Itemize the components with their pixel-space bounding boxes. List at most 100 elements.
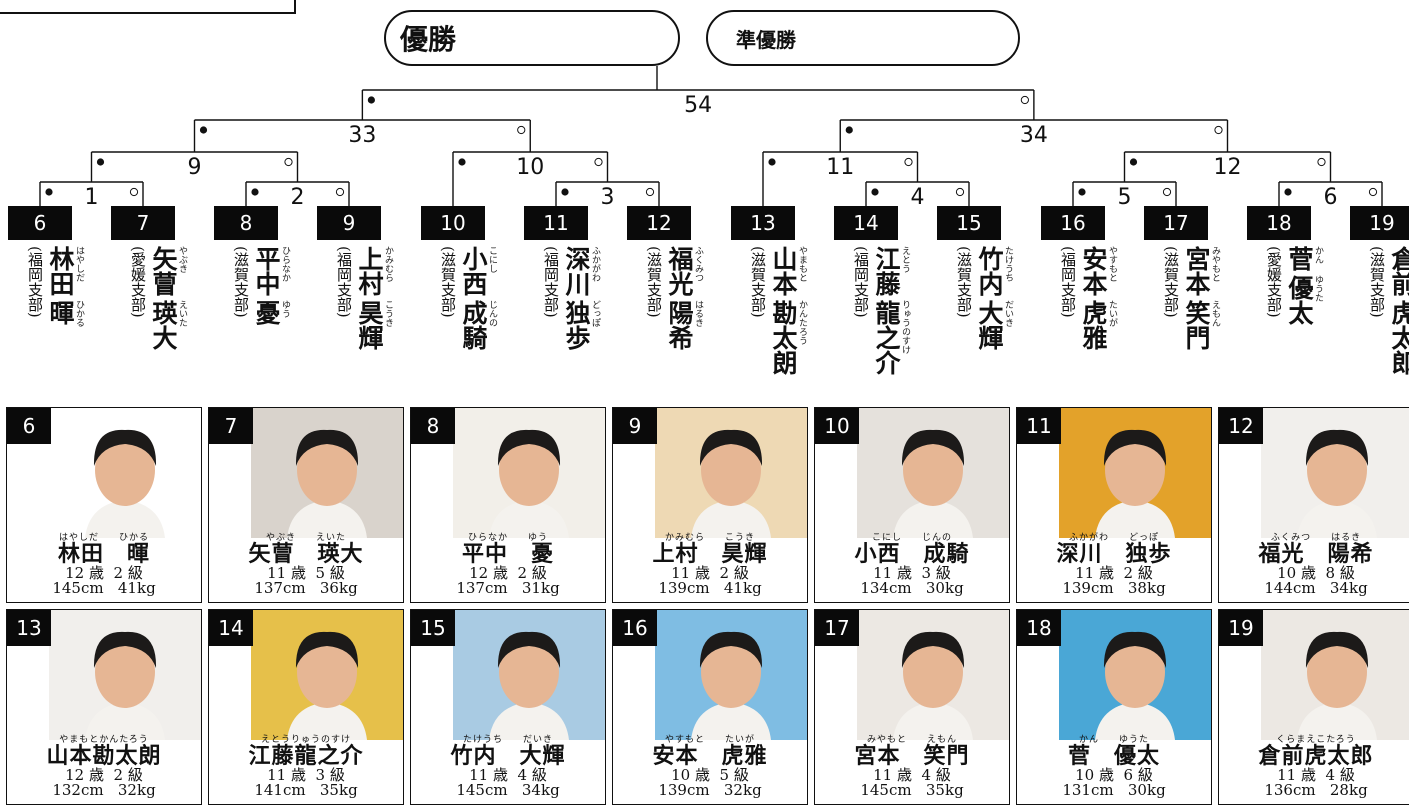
seed-box: 19 [1350, 206, 1409, 240]
uniform-shape [1095, 500, 1175, 538]
grade: 3 級 [921, 564, 951, 582]
branch-label: (福岡支部) [26, 246, 44, 318]
card-size: 131cm 30kg [1017, 783, 1211, 798]
player-photo [1261, 610, 1409, 740]
name-stack: たけうち竹内だいき大輝 [975, 246, 1013, 402]
ruby-top: ひらなか [280, 246, 290, 282]
header-frame [0, 0, 296, 14]
card-size: 132cm 32kg [7, 783, 201, 798]
age: 10 歳 [671, 766, 710, 784]
ruby-bottom: だいき [1003, 300, 1013, 327]
card-ruby: やまもとかんたろう [59, 735, 149, 745]
name-bottom-group: えもん笑門 [1182, 300, 1220, 350]
name-bottom-group: どっぽ独歩 [562, 300, 600, 350]
name-top: 竹内 [975, 246, 1004, 296]
name-bottom: 暉 [46, 300, 75, 325]
age: 11 歳 [873, 564, 912, 582]
face-shape [1307, 636, 1367, 708]
name-bottom-group: えいた瑛大 [149, 300, 187, 350]
name-bottom: 昊輝 [355, 300, 384, 350]
name-top: 江藤 [872, 246, 901, 296]
card-player-name: 山本勘太朗 [46, 743, 162, 769]
ruby-bottom: かんたろう [797, 300, 807, 345]
player-photo [251, 610, 403, 740]
height: 139cm [658, 781, 710, 799]
card-player-name: 菅 優太 [1067, 743, 1160, 769]
height: 139cm [658, 579, 710, 597]
card-size: 139cm 32kg [613, 783, 807, 798]
branch-label: (滋賀支部) [1368, 246, 1386, 318]
card-ruby: かみむら こうき [664, 533, 755, 543]
card-age-grade: 11 歳 2 級 [613, 566, 807, 581]
card-age-grade: 11 歳 4 級 [411, 768, 605, 783]
height: 137cm [254, 579, 306, 597]
ruby-bottom: はるき [693, 300, 703, 327]
ruby-top: やぶき [177, 246, 187, 273]
match-r1-3-open-dot [645, 187, 655, 197]
face-shape [1105, 434, 1165, 506]
ruby-top: ふくみつ [693, 246, 703, 282]
runnerup-label: 準優勝 [706, 10, 1020, 66]
card-size: 139cm 41kg [613, 581, 807, 596]
card-age-grade: 12 歳 2 級 [7, 768, 201, 783]
name-stack: ふかがわ深川どっぽ独歩 [562, 246, 600, 402]
name-bottom-group: はるき陽希 [665, 300, 703, 350]
grade: 8 級 [1325, 564, 1355, 582]
branch-label: (滋賀支部) [1162, 246, 1180, 318]
age: 11 歳 [873, 766, 912, 784]
card-age-grade: 10 歳 5 級 [613, 768, 807, 783]
match-sf-1-winner-dot [199, 126, 208, 134]
card-info: やぶき えいた 矢萺 瑛大 11 歳 5 級 137cm 36kg [209, 530, 403, 596]
name-top-group: くらまえ倉前 [1388, 246, 1409, 296]
card-age-grade: 11 歳 2 級 [1017, 566, 1211, 581]
name-bottom: 虎雅 [1079, 300, 1108, 350]
ruby-bottom: ゆう [280, 300, 290, 318]
weight: 41kg [723, 579, 762, 597]
card-number: 9 [613, 408, 657, 444]
match-final-open-dot [1020, 95, 1029, 105]
vertical-player-name: やすもと安本たいが虎雅(福岡支部) [1043, 246, 1117, 402]
player-card: 18 かん ゆうた 菅 優太 10 歳 6 級 131cm 30kg [1016, 609, 1212, 805]
face-shape [297, 636, 357, 708]
face-shape [499, 636, 559, 708]
card-size: 136cm 28kg [1219, 783, 1409, 798]
grade: 2 級 [113, 564, 143, 582]
name-bottom-group: ゆう憂 [252, 300, 290, 325]
card-ruby: ふかがわ どっぽ [1068, 533, 1159, 543]
vertical-player-name: くらまえ倉前こたろう虎太郎(滋賀支部) [1352, 246, 1409, 402]
vertical-player-name: ひらなか平中ゆう憂(滋賀支部) [216, 246, 290, 402]
height: 131cm [1062, 781, 1114, 799]
card-player-name: 上村 昊輝 [652, 541, 768, 567]
vertical-player-name: こにし小西じんの成騎(滋賀支部) [423, 246, 497, 402]
face-shape [903, 434, 963, 506]
hair-shape [1305, 429, 1369, 466]
grade: 4 級 [921, 766, 951, 784]
uniform-shape [85, 702, 165, 740]
weight: 32kg [723, 781, 762, 799]
card-age-grade: 10 歳 6 級 [1017, 768, 1211, 783]
ruby-top: やすもと [1107, 246, 1117, 282]
ruby-top: はやしだ [74, 246, 84, 282]
player-card: 12 ふくみつ はるき 福光 陽希 10 歳 8 級 144cm 34kg [1218, 407, 1409, 603]
seed-box: 16 [1041, 206, 1105, 240]
name-top-group: こにし小西 [459, 246, 497, 296]
branch-label: (福岡支部) [335, 246, 353, 318]
uniform-shape [893, 702, 973, 740]
weight: 28kg [1329, 781, 1368, 799]
card-ruby: かん ゆうた [1078, 735, 1149, 745]
match-sf-1-number: 33 [348, 123, 376, 148]
card-number: 8 [411, 408, 455, 444]
grade: 2 級 [113, 766, 143, 784]
name-bottom-group: じんの成騎 [459, 300, 497, 350]
uniform-shape [1297, 702, 1377, 740]
match-qf-2-open-dot [594, 157, 603, 167]
ruby-bottom: たいが [1107, 300, 1117, 327]
player-photo [49, 610, 201, 740]
player-card: 17 みやもと えもん 宮本 笑門 11 歳 4 級 145cm 35kg [814, 609, 1010, 805]
card-info: ふくみつ はるき 福光 陽希 10 歳 8 級 144cm 34kg [1219, 530, 1409, 596]
face-shape [701, 434, 761, 506]
name-stack: ふくみつ福光はるき陽希 [665, 246, 703, 402]
card-age-grade: 11 歳 4 級 [1219, 768, 1409, 783]
card-info: みやもと えもん 宮本 笑門 11 歳 4 級 145cm 35kg [815, 732, 1009, 798]
match-qf-3-open-dot [904, 157, 913, 167]
